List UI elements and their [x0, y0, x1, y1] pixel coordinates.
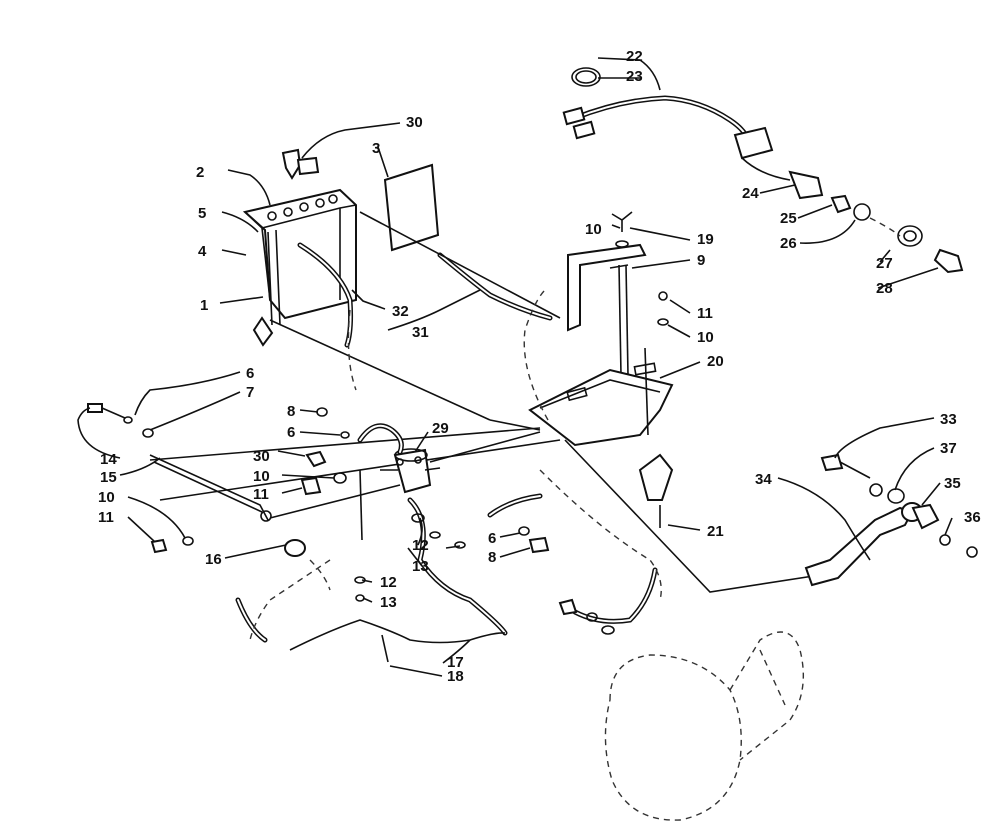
callout-32: 32 [392, 303, 409, 320]
callout-13: 13 [380, 594, 397, 611]
starter-solenoid [380, 448, 441, 494]
callout-8: 8 [287, 403, 295, 420]
callout-31: 31 [412, 324, 429, 341]
battery [242, 188, 357, 347]
callout-36: 36 [964, 509, 981, 526]
hardware [87, 156, 615, 635]
callout-5: 5 [198, 205, 206, 222]
callout-15: 15 [100, 469, 117, 486]
battery-bracket [567, 243, 647, 332]
callout-10: 10 [253, 468, 270, 485]
callout-2: 2 [196, 164, 204, 181]
callout-20: 20 [707, 353, 724, 370]
callout-6: 6 [287, 424, 295, 441]
wiring-harness [562, 67, 791, 181]
callout-12: 12 [412, 537, 429, 554]
callout-8: 8 [488, 549, 496, 566]
callout-24: 24 [742, 185, 759, 202]
callout-22: 22 [626, 48, 643, 65]
callout-25: 25 [780, 210, 797, 227]
callout-27: 27 [876, 255, 893, 272]
callout-18: 18 [447, 668, 464, 685]
callout-1: 1 [200, 297, 208, 314]
callout-14: 14 [100, 451, 117, 468]
recoil-housing [604, 631, 805, 821]
switch-nut [830, 194, 852, 214]
battery-cap-top [281, 148, 302, 180]
callout-23: 23 [626, 68, 643, 85]
battery-label-card [383, 163, 440, 252]
callout-11: 11 [98, 509, 114, 526]
callout-3: 3 [372, 140, 380, 157]
callout-11: 11 [253, 486, 269, 503]
callout-4: 4 [198, 243, 207, 260]
callout-6: 6 [488, 530, 496, 547]
switch-knob [933, 248, 964, 274]
callout-9: 9 [697, 252, 705, 269]
callout-7: 7 [246, 384, 254, 401]
tray-support [638, 453, 674, 501]
callout-11: 11 [697, 305, 713, 322]
callout-30: 30 [406, 114, 423, 131]
callout-33: 33 [940, 411, 957, 428]
battery-tray [528, 368, 674, 447]
callout-35: 35 [944, 475, 961, 492]
callout-16: 16 [205, 551, 222, 568]
callout-29: 29 [432, 420, 449, 437]
spacer [284, 539, 306, 557]
switch-body [788, 170, 824, 200]
callout-10: 10 [697, 329, 714, 346]
callout-6: 6 [246, 365, 254, 382]
callout-34: 34 [755, 471, 772, 488]
switch-bezel [897, 225, 923, 247]
callout-37: 37 [940, 440, 957, 457]
lever-assembly [804, 453, 978, 587]
callout-26: 26 [780, 235, 797, 252]
callout-12: 12 [380, 574, 397, 591]
callout-19: 19 [697, 231, 714, 248]
callout-10: 10 [98, 489, 115, 506]
callout-labels: 1 2 3 4 5 6 6 6 7 8 8 9 10 10 10 10 11 1… [98, 48, 981, 685]
leader-lines [77, 57, 953, 677]
callout-21: 21 [707, 523, 724, 540]
callout-30: 30 [253, 448, 270, 465]
callout-13: 13 [412, 558, 429, 575]
switch-washer [853, 203, 871, 221]
callout-17: 17 [447, 654, 464, 671]
callout-28: 28 [876, 280, 893, 297]
callout-10: 10 [585, 221, 602, 238]
